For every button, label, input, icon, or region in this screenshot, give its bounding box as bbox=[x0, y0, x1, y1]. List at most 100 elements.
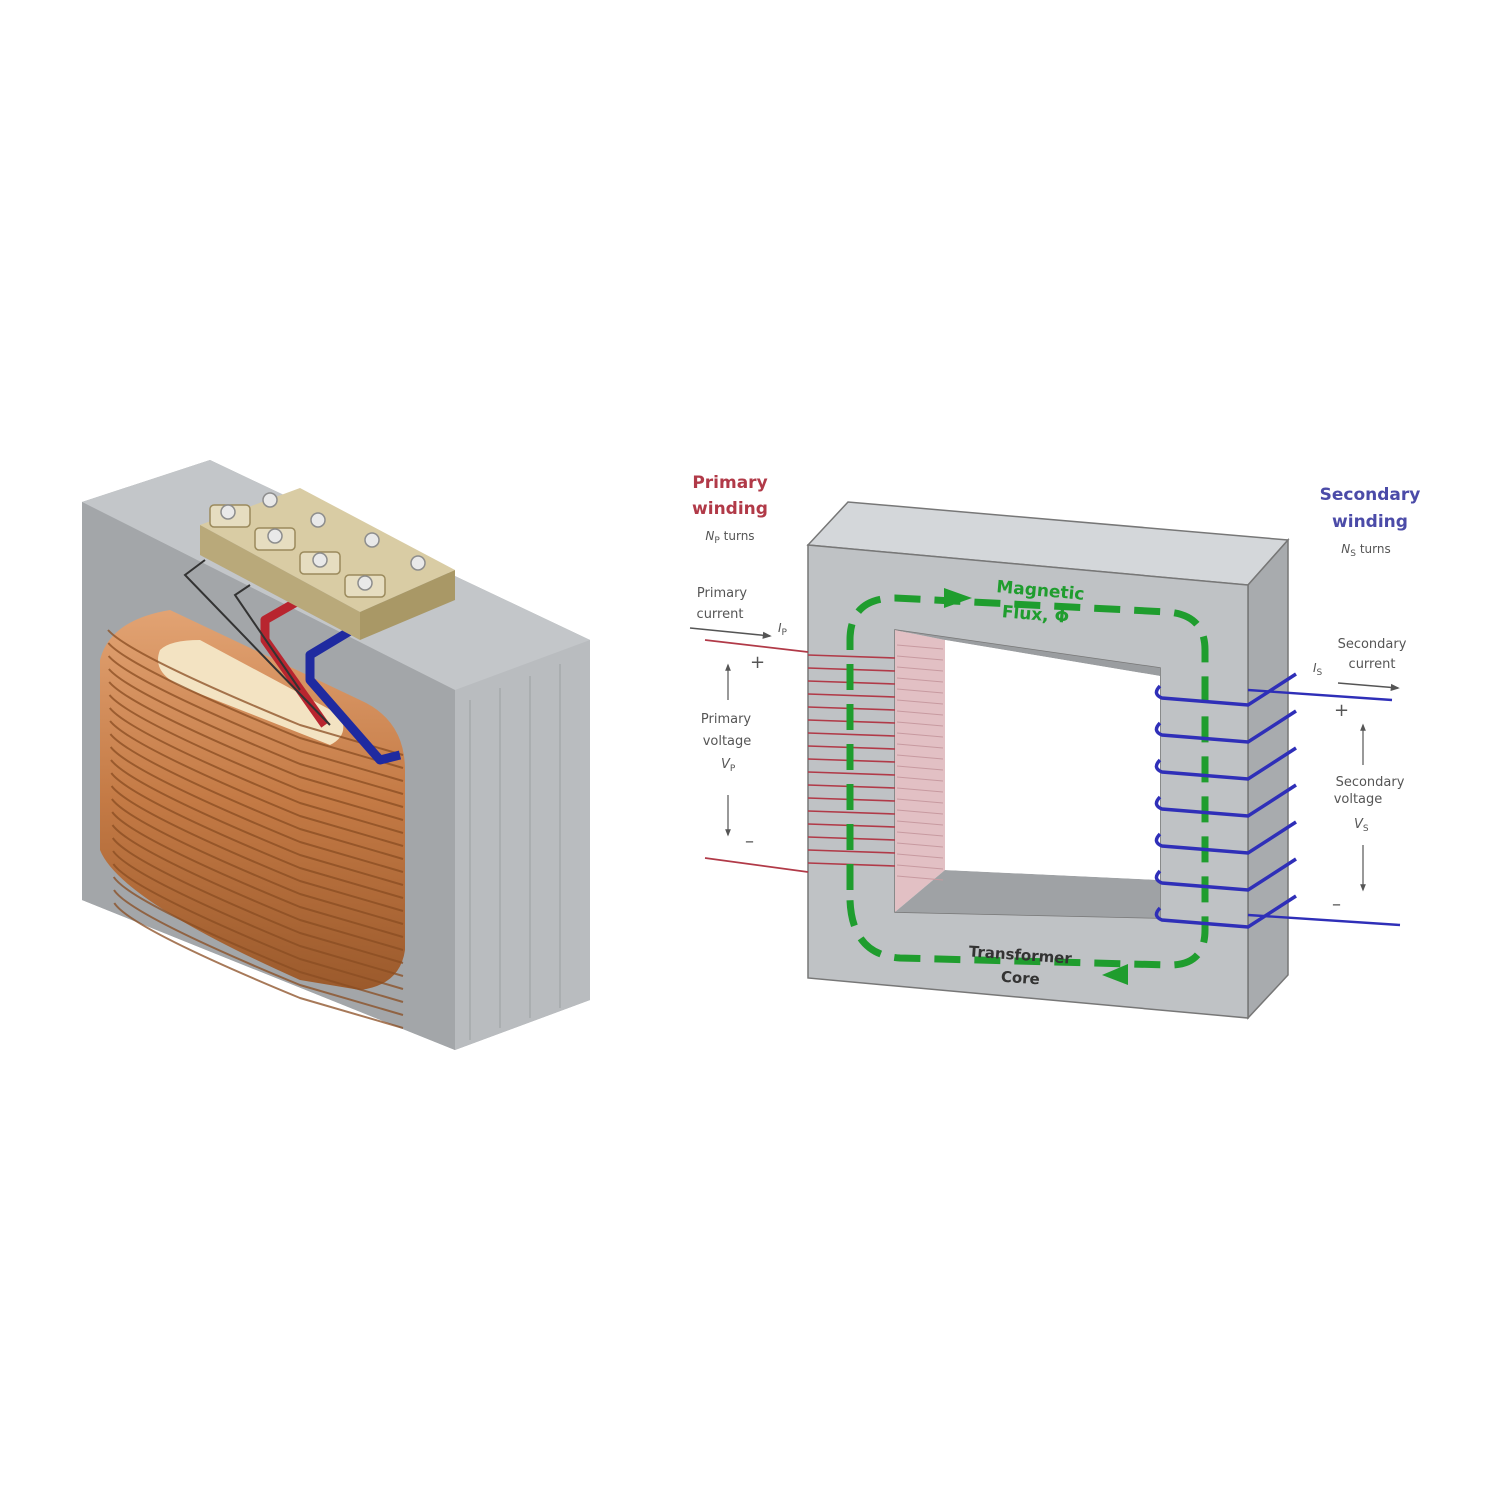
primary-turn bbox=[807, 849, 896, 854]
coil-turn bbox=[107, 629, 404, 756]
coil-turn bbox=[111, 811, 404, 938]
primary-turn bbox=[807, 693, 896, 698]
coil-turn bbox=[108, 694, 404, 821]
coil-turn bbox=[110, 785, 404, 912]
secondary-turn bbox=[1154, 820, 1297, 855]
inner-hatch-line bbox=[896, 853, 944, 859]
coil-turn bbox=[109, 707, 404, 834]
inner-hatch-line bbox=[896, 699, 944, 705]
inner-hatch-line bbox=[896, 831, 944, 837]
inner-hatch-line bbox=[896, 644, 944, 650]
inner-hatch-line bbox=[896, 842, 944, 848]
secondary-plus: + bbox=[1334, 700, 1349, 721]
window-inner-top bbox=[895, 630, 1160, 676]
coil-turn bbox=[108, 668, 404, 795]
inner-hatch-line bbox=[896, 710, 944, 716]
secondary-turn bbox=[1154, 746, 1297, 781]
coil-turn bbox=[111, 837, 404, 964]
coil-turn bbox=[110, 759, 404, 886]
secondary-lead-top bbox=[1247, 688, 1393, 702]
core-label-line2: Core bbox=[1000, 968, 1040, 989]
window-inner-bottom bbox=[895, 870, 1160, 918]
secondary-current-line1: Secondary bbox=[1338, 637, 1407, 652]
coil-turn bbox=[112, 850, 404, 977]
secondary-title-line1: Secondary bbox=[1320, 485, 1421, 505]
coil-turn bbox=[112, 863, 404, 990]
inner-hatch-line bbox=[896, 754, 944, 760]
primary-turn bbox=[807, 810, 896, 815]
inner-hatch-line bbox=[896, 677, 944, 683]
secondary-turn bbox=[1154, 894, 1297, 929]
secondary-turn bbox=[1154, 709, 1297, 744]
core-right-face-2d bbox=[1247, 538, 1289, 1020]
inner-hatch-line bbox=[896, 732, 944, 738]
primary-voltage-symbol: VP bbox=[721, 757, 736, 774]
coil-turn bbox=[108, 681, 404, 808]
inner-hatch-line bbox=[896, 787, 944, 793]
secondary-turns: NS turns bbox=[1341, 542, 1390, 559]
secondary-turn bbox=[1154, 672, 1297, 707]
inner-hatch-line bbox=[896, 655, 944, 661]
primary-minus: – bbox=[745, 831, 754, 852]
primary-title-line1: Primary bbox=[692, 473, 767, 493]
inner-hatch-line bbox=[896, 666, 944, 672]
secondary-minus: – bbox=[1332, 894, 1341, 915]
coil-turn bbox=[112, 876, 404, 1003]
primary-current-arrow bbox=[689, 627, 772, 639]
secondary-current-line2: current bbox=[1349, 657, 1396, 672]
inner-hatch-line bbox=[896, 875, 944, 881]
secondary-coil bbox=[1154, 672, 1297, 929]
secondary-current-arrow bbox=[1337, 682, 1400, 691]
terminal-block bbox=[200, 488, 455, 640]
inner-hatch-line bbox=[896, 776, 944, 782]
coil-turn bbox=[107, 655, 404, 782]
window-inner-left bbox=[895, 630, 945, 912]
primary-voltage-line1: Primary bbox=[701, 712, 752, 727]
transformer-illustration bbox=[82, 460, 590, 1050]
primary-turn bbox=[807, 654, 896, 659]
inner-hatch-line bbox=[896, 798, 944, 804]
coil-turn bbox=[111, 824, 404, 951]
secondary-voltage-line1: Secondary bbox=[1336, 775, 1405, 790]
inner-hatch-line bbox=[896, 809, 944, 815]
secondary-title-line2: winding bbox=[1332, 512, 1408, 532]
inner-hatch-line bbox=[896, 864, 944, 870]
coil-turn bbox=[109, 720, 404, 847]
inner-hatch-line bbox=[896, 721, 944, 727]
inner-hatch-line bbox=[896, 765, 944, 771]
primary-turn bbox=[807, 771, 896, 776]
coil-turn bbox=[113, 889, 404, 1016]
transformer-diagram: Primary winding NP turns Primary current… bbox=[689, 473, 1421, 1020]
primary-turns: NP turns bbox=[705, 529, 754, 546]
magnetic-flux-path bbox=[846, 594, 1209, 969]
thin-lead bbox=[183, 559, 331, 726]
coil-turn bbox=[109, 733, 404, 860]
primary-turn bbox=[807, 732, 896, 737]
secondary-voltage-line2: voltage bbox=[1334, 792, 1383, 807]
core-window bbox=[945, 640, 1160, 880]
blue-lead bbox=[305, 621, 402, 765]
primary-current-symbol: IP bbox=[778, 621, 788, 638]
coil-turn bbox=[113, 902, 404, 1029]
secondary-lead-bottom bbox=[1247, 913, 1401, 927]
primary-lead-top bbox=[704, 639, 809, 653]
primary-title-line2: winding bbox=[692, 499, 768, 519]
coil-turn bbox=[110, 772, 404, 899]
flux-arrow-bottom bbox=[1102, 964, 1128, 985]
coil-turn bbox=[111, 798, 404, 925]
inner-hatch-line bbox=[896, 688, 944, 694]
thin-lead-2 bbox=[233, 584, 301, 691]
primary-current-line2: current bbox=[697, 607, 744, 622]
secondary-voltage-symbol: VS bbox=[1354, 817, 1369, 834]
coil-turn bbox=[109, 746, 404, 873]
primary-plus: + bbox=[750, 652, 765, 673]
secondary-turn bbox=[1154, 857, 1297, 892]
primary-current-line1: Primary bbox=[697, 586, 748, 601]
primary-voltage-line2: voltage bbox=[703, 734, 752, 749]
inner-hatch-line bbox=[896, 820, 944, 826]
flux-arrow-top bbox=[944, 588, 972, 608]
primary-lead-bottom bbox=[704, 857, 809, 873]
coil-turn bbox=[107, 642, 404, 769]
inner-hatch-line bbox=[896, 743, 944, 749]
